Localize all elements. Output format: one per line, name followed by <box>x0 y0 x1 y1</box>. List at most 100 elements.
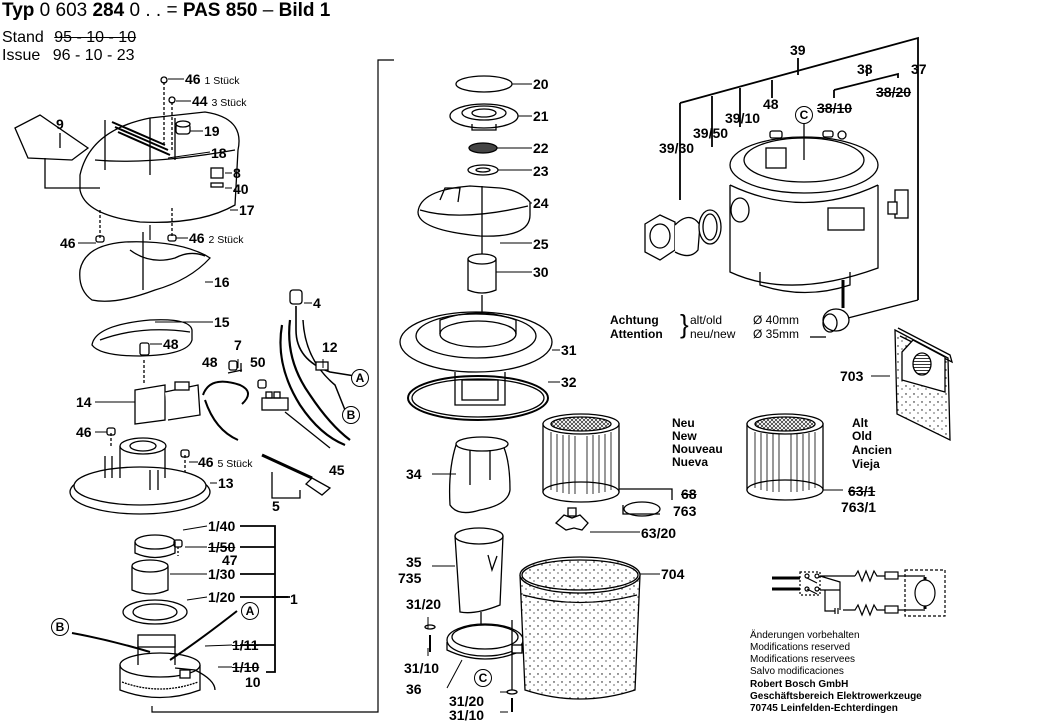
filter-22 <box>468 142 498 154</box>
part-label-704[interactable]: 704 <box>661 566 685 582</box>
part-label-46-c[interactable]: 46 <box>76 424 92 440</box>
part-label-15[interactable]: 15 <box>214 314 230 330</box>
part-label-16[interactable]: 16 <box>214 274 230 290</box>
part-label-30[interactable]: 30 <box>533 264 549 280</box>
clamp-7 <box>202 360 249 441</box>
part-label-14[interactable]: 14 <box>76 394 92 410</box>
container-upper-39 <box>729 114 879 294</box>
part-label-1-40[interactable]: 1/40 <box>208 518 236 534</box>
part-label-8[interactable]: 8 <box>233 165 241 181</box>
part-label-63-20[interactable]: 63/20 <box>641 525 677 541</box>
neu-label-fr: Nouveau <box>672 442 723 456</box>
part-label-45[interactable]: 45 <box>329 462 345 478</box>
part-label-39[interactable]: 39 <box>790 42 806 58</box>
footer-division: Geschäftsbereich Elektrowerkzeuge <box>750 691 922 702</box>
part-label-38-10[interactable]: 38/10 <box>817 100 853 116</box>
alt-label-en: Old <box>852 429 872 443</box>
ring-15 <box>91 319 193 357</box>
part-label-1-11[interactable]: 1/11 <box>232 637 259 653</box>
part-label-1-20[interactable]: 1/20 <box>208 589 236 605</box>
part-label-31[interactable]: 31 <box>561 342 577 358</box>
part-label-24[interactable]: 24 <box>533 195 549 211</box>
marker-c-clamp: C <box>474 669 492 687</box>
neu-new-diameter: Ø 35mm <box>753 327 800 341</box>
latch-38-20 <box>887 189 909 219</box>
attention-label: Attention <box>610 327 663 341</box>
cylinder-30 <box>467 253 497 330</box>
alt-old-diameter: Ø 40mm <box>753 313 800 327</box>
part-label-10[interactable]: 10 <box>245 674 261 690</box>
part-label-13[interactable]: 13 <box>218 475 234 491</box>
group-bracket-1 <box>240 525 290 673</box>
part-label-763[interactable]: 763 <box>673 503 697 519</box>
bracket-39-group <box>679 36 919 300</box>
part-label-36[interactable]: 36 <box>406 681 422 697</box>
part-label-1[interactable]: 1 <box>290 591 298 607</box>
part-label-31-20-a[interactable]: 31/20 <box>406 596 442 612</box>
part-label-48[interactable]: 48 <box>163 336 179 352</box>
part-label-22[interactable]: 22 <box>533 140 549 156</box>
part-label-39-10[interactable]: 39/10 <box>725 110 761 126</box>
part-label-39-50[interactable]: 39/50 <box>693 125 729 141</box>
part-label-19[interactable]: 19 <box>204 123 220 139</box>
part-label-44[interactable]: 44 3 Stück <box>192 93 247 109</box>
o-ring-20 <box>455 75 513 93</box>
part-label-763-1[interactable]: 763/1 <box>841 499 877 515</box>
cover-top-17 <box>79 111 240 224</box>
part-label-46[interactable]: 46 1 Stück <box>185 71 240 87</box>
part-label-9[interactable]: 9 <box>56 116 64 132</box>
part-label-25[interactable]: 25 <box>533 236 549 252</box>
part-label-40[interactable]: 40 <box>233 181 249 197</box>
part-label-31-20-b[interactable]: 31/20 <box>449 693 485 709</box>
part-label-39-30[interactable]: 39/30 <box>659 140 695 156</box>
part-label-1-30[interactable]: 1/30 <box>208 566 236 582</box>
part-label-1-50[interactable]: 1/50 <box>208 539 236 555</box>
part-label-37[interactable]: 37 <box>911 61 927 77</box>
part-label-1-10[interactable]: 1/10 <box>232 659 260 675</box>
hose-nozzle-9 <box>14 114 100 189</box>
part-label-17[interactable]: 17 <box>239 202 255 218</box>
issue-value: 96 - 10 - 23 <box>52 47 135 64</box>
part-label-46-d[interactable]: 46 5 Stück <box>198 454 253 470</box>
issue-label: Issue <box>2 47 41 64</box>
part-label-46-left[interactable]: 46 <box>60 235 76 251</box>
part-label-23[interactable]: 23 <box>533 163 549 179</box>
part-label-12[interactable]: 12 <box>322 339 338 355</box>
part-label-50[interactable]: 50 <box>250 354 266 370</box>
leader-lines <box>78 78 660 713</box>
part-label-48-c[interactable]: 48 <box>763 96 779 112</box>
caster-37 <box>810 280 919 338</box>
part-label-7[interactable]: 7 <box>234 337 242 353</box>
typ-label: Typ <box>2 0 35 21</box>
footer-line-de: Änderungen vorbehalten <box>750 630 860 641</box>
part-label-47[interactable]: 47 <box>222 552 238 568</box>
part-label-38[interactable]: 38 <box>857 61 873 77</box>
part-label-35[interactable]: 35 <box>406 554 422 570</box>
neu-label-de: Neu <box>672 416 695 430</box>
part-label-703[interactable]: 703 <box>840 368 864 384</box>
part-label-21[interactable]: 21 <box>533 108 549 124</box>
part-label-63-1[interactable]: 63/1 <box>848 483 876 499</box>
connector-lines <box>149 59 394 713</box>
part-label-31-10-b[interactable]: 31/10 <box>449 707 485 723</box>
screw-47 <box>173 539 183 556</box>
marker-a-motor: A <box>241 602 259 620</box>
part-label-20[interactable]: 20 <box>533 76 549 92</box>
equals-sign: = <box>166 0 178 21</box>
part-label-18[interactable]: 18 <box>211 145 227 161</box>
part-label-31-10-a[interactable]: 31/10 <box>404 660 440 676</box>
footer-company: Robert Bosch GmbH <box>750 679 849 690</box>
part-label-4[interactable]: 4 <box>313 295 321 311</box>
alt-old-label: alt/old <box>690 313 723 327</box>
part-label-48-b[interactable]: 48 <box>202 354 218 370</box>
part-label-68[interactable]: 68 <box>681 486 697 502</box>
part-label-32[interactable]: 32 <box>561 374 577 390</box>
part-label-38-20[interactable]: 38/20 <box>876 84 912 100</box>
fan-cover-1-30 <box>131 559 169 595</box>
cage-24-25 <box>417 185 531 260</box>
part-label-5[interactable]: 5 <box>272 498 280 514</box>
part-label-34[interactable]: 34 <box>406 466 422 482</box>
part-label-46-right[interactable]: 46 2 Stück <box>189 230 244 246</box>
part-label-735[interactable]: 735 <box>398 570 422 586</box>
